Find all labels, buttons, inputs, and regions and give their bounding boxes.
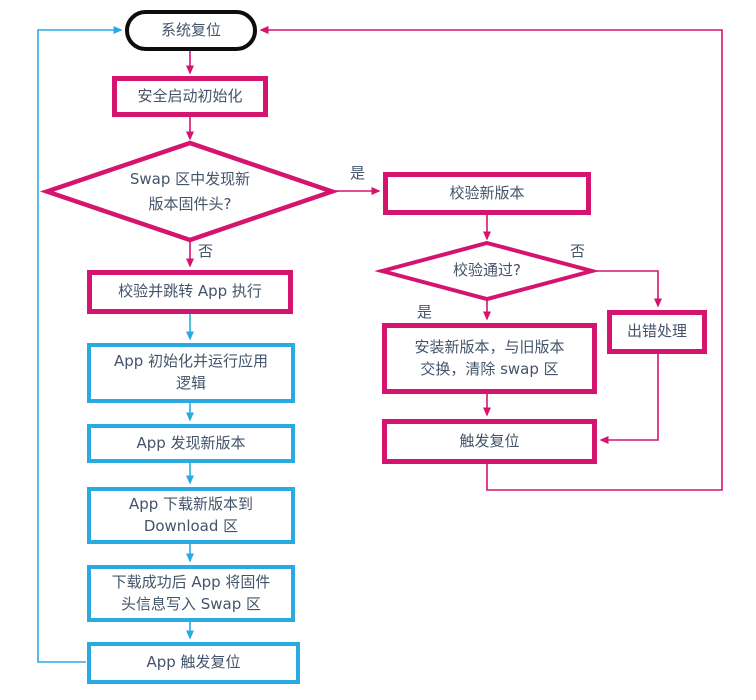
edge-error-to-triggerreset: [599, 354, 659, 444]
node-write-header: 下载成功后 App 将固件 头信息写入 Swap 区: [87, 565, 295, 622]
node-app-init: App 初始化并运行应用 逻辑: [87, 343, 295, 403]
node-error-handling: 出错处理: [607, 310, 707, 354]
node-secure-boot-init: 安全启动初始化: [112, 76, 268, 117]
diamond-verify-pass-decision: [374, 240, 600, 302]
node-swap-header-decision-label: Swap 区中发现新 版本固件头?: [129, 169, 251, 214]
node-app-download: App 下载新版本到 Download 区: [87, 487, 295, 544]
node-install-new-version: 安装新版本，与旧版本 交换，清除 swap 区: [382, 323, 597, 394]
node-app-trigger-reset: App 触发复位: [87, 642, 300, 684]
node-trigger-reset: 触发复位: [382, 419, 597, 464]
edge-apptrigger-loop-to-systemreset: [37, 26, 123, 663]
edge-label-swap-no: 否: [198, 242, 214, 260]
node-verify-jump-app: 校验并跳转 App 执行: [87, 270, 293, 314]
diamond-swap-header-decision: [39, 140, 339, 243]
edge-triggerreset-loop-to-systemreset: [259, 26, 723, 491]
edge-passdecision-no-to-error: [593, 270, 662, 308]
edge-label-verify-yes: 是: [417, 303, 433, 321]
edge-label-verify-no: 否: [570, 242, 586, 260]
edge-label-swap-yes: 是: [350, 164, 366, 182]
node-verify-new-version: 校验新版本: [383, 172, 591, 215]
node-verify-pass-decision-label: 校验通过?: [453, 261, 521, 280]
node-app-found-new: App 发现新版本: [87, 424, 295, 463]
node-system-reset: 系统复位: [125, 10, 257, 51]
